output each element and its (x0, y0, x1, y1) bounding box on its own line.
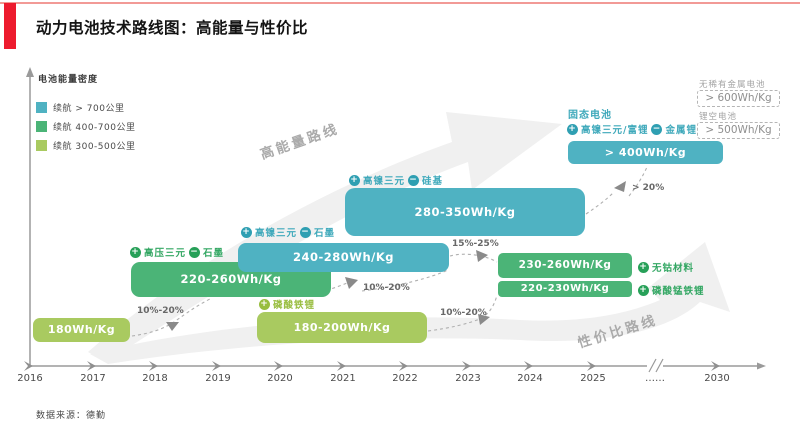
legend-label: 续航 400-700公里 (53, 123, 136, 133)
legend-item-400-700: 续航 400-700公里 (36, 120, 135, 133)
plus-icon: + (241, 226, 252, 238)
bar-240-280: 240-280Wh/Kg (238, 243, 449, 272)
legend-label: 续航 > 700公里 (53, 104, 125, 114)
gain-annotation-4: 10%-20% (440, 308, 487, 318)
solid-state-battery-label: 固态电池 (568, 110, 612, 121)
gain-annotation-1: 10%-20% (137, 306, 184, 316)
connector-4-arrowhead (478, 314, 490, 325)
removed-material: 石墨 (203, 248, 225, 259)
added-material: 高镍三元 (255, 228, 298, 239)
tech-label-gaoya-sanyuan: + 高压三元 − 石墨 (130, 245, 224, 259)
added-material: 磷酸锰铁锂 (652, 286, 705, 297)
page-title: 动力电池技术路线图：高能量与性价比 (36, 19, 309, 37)
x-axis-end-arrow (757, 362, 766, 370)
minus-icon: − (408, 174, 420, 186)
bar-180: 180Wh/Kg (33, 318, 130, 342)
year-tick-2020: 2020 (267, 373, 293, 384)
data-source: 数据来源：德勤 (36, 411, 107, 421)
bar-over-400: > 400Wh/Kg (568, 141, 723, 164)
high-energy-arrow (88, 112, 562, 362)
top-accent-line (0, 2, 800, 4)
connector-2-arrowhead (345, 277, 358, 289)
removed-material: 石墨 (314, 228, 336, 239)
year-tick-2025: 2025 (580, 373, 606, 384)
future-battery-name: 锂空电池 (699, 112, 738, 122)
year-tick-2019: 2019 (205, 373, 231, 384)
year-tick-2023: 2023 (455, 373, 481, 384)
brand-red-block (4, 3, 16, 49)
legend-item-over700: 续航 > 700公里 (36, 101, 124, 114)
removed-material: 硅基 (422, 176, 444, 187)
gain-annotation-3: 15%-25% (452, 239, 499, 249)
legend-swatch-teal (36, 102, 47, 113)
plus-icon: + (259, 298, 270, 310)
year-tick-2024: 2024 (517, 373, 543, 384)
tech-label-lmfp: + 磷酸锰铁锂 (638, 283, 705, 297)
plus-icon: + (638, 284, 649, 296)
connector-5b (628, 166, 648, 197)
bar-180-200: 180-200Wh/Kg (257, 312, 427, 343)
minus-icon: − (651, 123, 663, 135)
plus-icon: + (567, 123, 578, 135)
legend-item-300-500: 续航 300-500公里 (36, 139, 135, 152)
added-material: 磷酸铁锂 (273, 300, 316, 311)
axis-break-slashes (648, 358, 664, 373)
added-material: 无钴材料 (652, 263, 695, 274)
connector-5-arrowhead (614, 181, 626, 192)
added-material: 高压三元 (144, 248, 187, 259)
minus-icon: − (189, 246, 201, 258)
year-tick-2030: 2030 (704, 373, 730, 384)
gain-annotation-2: 10%-20% (363, 283, 410, 293)
year-tick-2018: 2018 (142, 373, 168, 384)
tech-label-lfp: + 磷酸铁锂 (259, 297, 315, 311)
tech-label-solid-state: + 高镍三元/富锂 − 金属锂 (567, 122, 697, 136)
gain-annotation-5: > 20% (632, 183, 665, 193)
bar-220-230: 220-230Wh/Kg (498, 281, 632, 297)
added-material: 高镍三元 (363, 176, 406, 187)
connector-1-arrowhead (166, 322, 179, 331)
future-battery-value: > 600Wh/Kg (697, 90, 780, 107)
connector-5a (585, 191, 615, 215)
year-tick-ellipsis: …… (645, 373, 665, 384)
plus-icon: + (638, 261, 649, 273)
year-tick-2021: 2021 (330, 373, 356, 384)
y-axis-arrow (26, 67, 34, 77)
bar-230-260: 230-260Wh/Kg (498, 253, 632, 278)
tech-label-gaonie-shimo: + 高镍三元 − 石墨 (241, 225, 335, 239)
y-axis-label: 电池能量密度 (38, 75, 99, 85)
minus-icon: − (300, 226, 312, 238)
year-tick-2017: 2017 (80, 373, 106, 384)
future-battery-value: > 500Wh/Kg (697, 122, 780, 139)
added-material: 高镍三元/富锂 (581, 125, 649, 136)
axis-break-gap (647, 358, 663, 374)
legend-swatch-green (36, 121, 47, 132)
legend-swatch-lightgreen (36, 140, 47, 151)
year-tick-2016: 2016 (17, 373, 43, 384)
connector-3 (449, 253, 498, 263)
year-tick-2022: 2022 (392, 373, 418, 384)
plus-icon: + (130, 246, 141, 258)
tech-label-gaonie-guiji: + 高镍三元 − 硅基 (349, 173, 443, 187)
future-battery-name: 无稀有金属电池 (699, 80, 766, 90)
axis-chevrons (24, 361, 720, 371)
cost-performance-arrow (90, 242, 730, 364)
tech-label-cobalt-free: + 无钴材料 (638, 260, 694, 274)
plus-icon: + (349, 174, 360, 186)
removed-material: 金属锂 (665, 125, 697, 136)
legend-label: 续航 300-500公里 (53, 142, 136, 152)
connector-3-arrowhead (476, 250, 488, 262)
bar-280-350: 280-350Wh/Kg (345, 188, 585, 236)
